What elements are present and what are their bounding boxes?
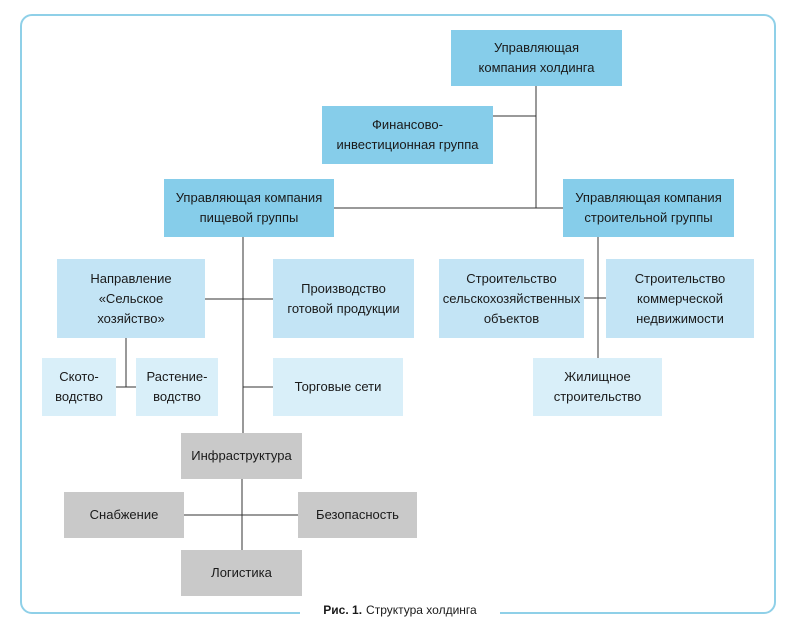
crop-farming: Растение- водство [136,358,218,416]
finished-products-production: Производство готовой продукции [273,259,414,338]
retail-chains: Торговые сети [273,358,403,416]
security: Безопасность [298,492,417,538]
holding-management-company: Управляющая компания холдинга [451,30,622,86]
construction-group-management-company: Управляющая компания строительной группы [563,179,734,237]
food-group-management-company: Управляющая компания пищевой группы [164,179,334,237]
logistics: Логистика [181,550,302,596]
agricultural-construction: Строительство сельскохозяйственных объек… [439,259,584,338]
housing-construction: Жилищное строительство [533,358,662,416]
livestock-farming: Ското- водство [42,358,116,416]
supply: Снабжение [64,492,184,538]
figure-caption-text: Структура холдинга [366,603,477,617]
infrastructure: Инфраструктура [181,433,302,479]
figure-caption: Рис. 1. Структура холдинга [300,599,500,621]
commercial-realty-construction: Строительство коммерческой недвижимости [606,259,754,338]
financial-investment-group: Финансово- инвестиционная группа [322,106,493,164]
figure-caption-label: Рис. 1. [323,603,363,617]
agriculture-direction: Направление «Сельское хозяйство» [57,259,205,338]
